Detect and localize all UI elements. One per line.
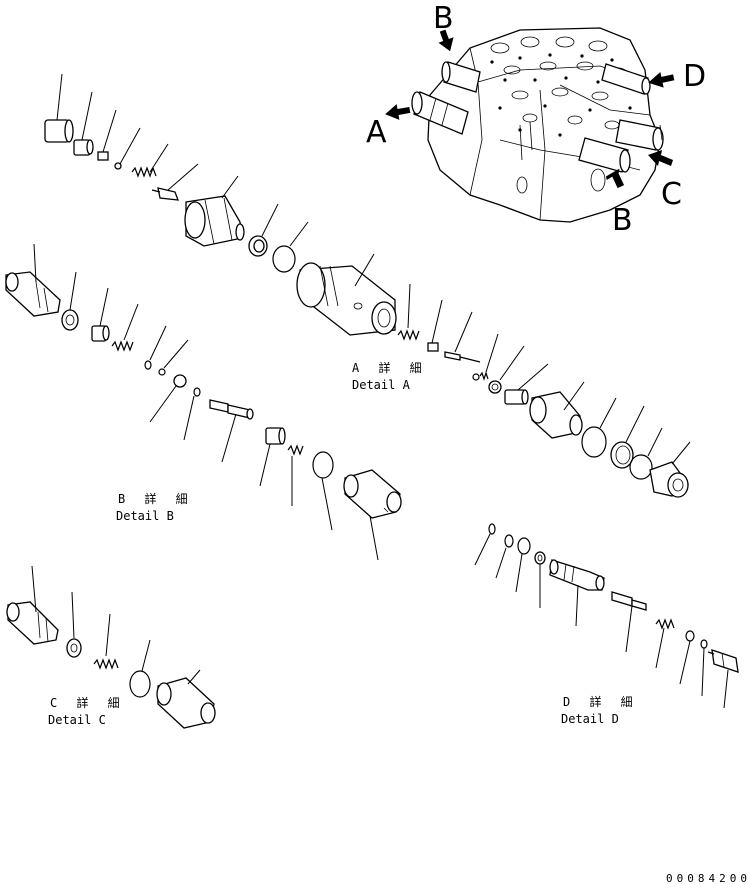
detail-b-parts: B 詳 細 Detail B xyxy=(5,243,402,561)
d-ball xyxy=(700,639,708,649)
b-spool xyxy=(5,271,61,317)
arrow-d xyxy=(648,71,675,88)
b-ball xyxy=(158,368,166,376)
arrow-c xyxy=(648,150,673,166)
b-washer-2 xyxy=(173,374,187,388)
a-stud xyxy=(427,342,439,352)
valve-body-overview: A B B C D xyxy=(366,1,706,238)
d-washer xyxy=(534,551,546,565)
b-nut xyxy=(91,325,110,342)
d-o-ring xyxy=(517,537,531,555)
view-label-d: D xyxy=(683,59,706,94)
c-o-ring xyxy=(129,670,151,698)
arrow-b-bottom xyxy=(605,168,625,189)
detail-a-title-en: Detail A xyxy=(352,378,411,392)
port-a-plug xyxy=(411,91,469,135)
a-valve-seat xyxy=(184,195,245,247)
c-spool xyxy=(6,601,59,645)
a-spring-3 xyxy=(479,371,489,381)
d-ring-1 xyxy=(488,523,496,535)
a-nut xyxy=(73,139,94,156)
b-cap xyxy=(343,469,402,519)
detail-a-title-jp: A 詳 細 xyxy=(352,360,428,375)
a-o-ring-small xyxy=(114,162,122,170)
b-piston xyxy=(209,399,254,420)
b-o-ring xyxy=(312,451,334,479)
a-screw xyxy=(97,151,109,161)
arrow-b-top xyxy=(438,29,454,52)
view-label-a: A xyxy=(366,115,387,150)
view-label-b-top: B xyxy=(433,1,454,36)
detail-d-title-en: Detail D xyxy=(561,712,619,726)
c-washer xyxy=(66,638,82,658)
a-backup-ring xyxy=(248,235,268,257)
b-spring xyxy=(111,340,134,352)
a-cap-nut xyxy=(44,119,74,143)
a-o-ring-large xyxy=(272,245,296,273)
b-ring-2 xyxy=(193,387,201,397)
detail-d-title-jp: D 詳 細 xyxy=(563,694,639,709)
d-piston xyxy=(611,591,647,611)
view-label-c: C xyxy=(661,177,682,212)
a-pin xyxy=(444,351,481,363)
a-poppet xyxy=(151,187,179,201)
detail-a-parts: A 詳 細 Detail A xyxy=(44,73,691,498)
arrow-a xyxy=(385,104,411,120)
detail-c-title-en: Detail C xyxy=(48,713,106,727)
a-housing xyxy=(529,391,583,439)
d-ring-2 xyxy=(504,534,514,548)
d-plug xyxy=(707,649,739,673)
drawing-number: 00084200 xyxy=(666,872,748,884)
port-d-plug xyxy=(601,63,651,95)
b-washer xyxy=(61,309,79,331)
detail-d-parts: D 詳 細 Detail D xyxy=(474,523,739,726)
a-collar xyxy=(488,380,502,394)
b-spring-2 xyxy=(287,444,304,456)
a-plug xyxy=(504,389,529,405)
detail-c-parts: C 詳 細 Detail C xyxy=(6,565,216,729)
d-spring xyxy=(655,618,675,630)
b-nut-2 xyxy=(265,427,286,445)
detail-b-title-jp: B 詳 細 xyxy=(118,491,194,506)
c-cap xyxy=(156,677,216,729)
port-b-upper-plug xyxy=(441,61,481,93)
a-end-cap xyxy=(649,461,689,498)
a-o-ring-3 xyxy=(581,426,607,458)
d-spool xyxy=(549,559,605,591)
c-spring xyxy=(93,658,119,670)
view-label-b-bottom: B xyxy=(612,203,633,238)
detail-b-title-en: Detail B xyxy=(116,509,174,523)
d-ring-3 xyxy=(685,630,695,642)
detail-c-title-jp: C 詳 細 xyxy=(50,695,126,710)
a-ring-small xyxy=(472,373,480,381)
b-ring-small xyxy=(144,360,152,370)
a-spring-2 xyxy=(397,329,420,341)
a-backup-ring-2 xyxy=(610,441,634,469)
port-b-lower-plug xyxy=(578,137,631,173)
port-c-plug xyxy=(615,119,664,151)
a-spring xyxy=(131,166,157,178)
a-o-ring-4 xyxy=(629,454,653,480)
a-sleeve xyxy=(296,262,397,336)
